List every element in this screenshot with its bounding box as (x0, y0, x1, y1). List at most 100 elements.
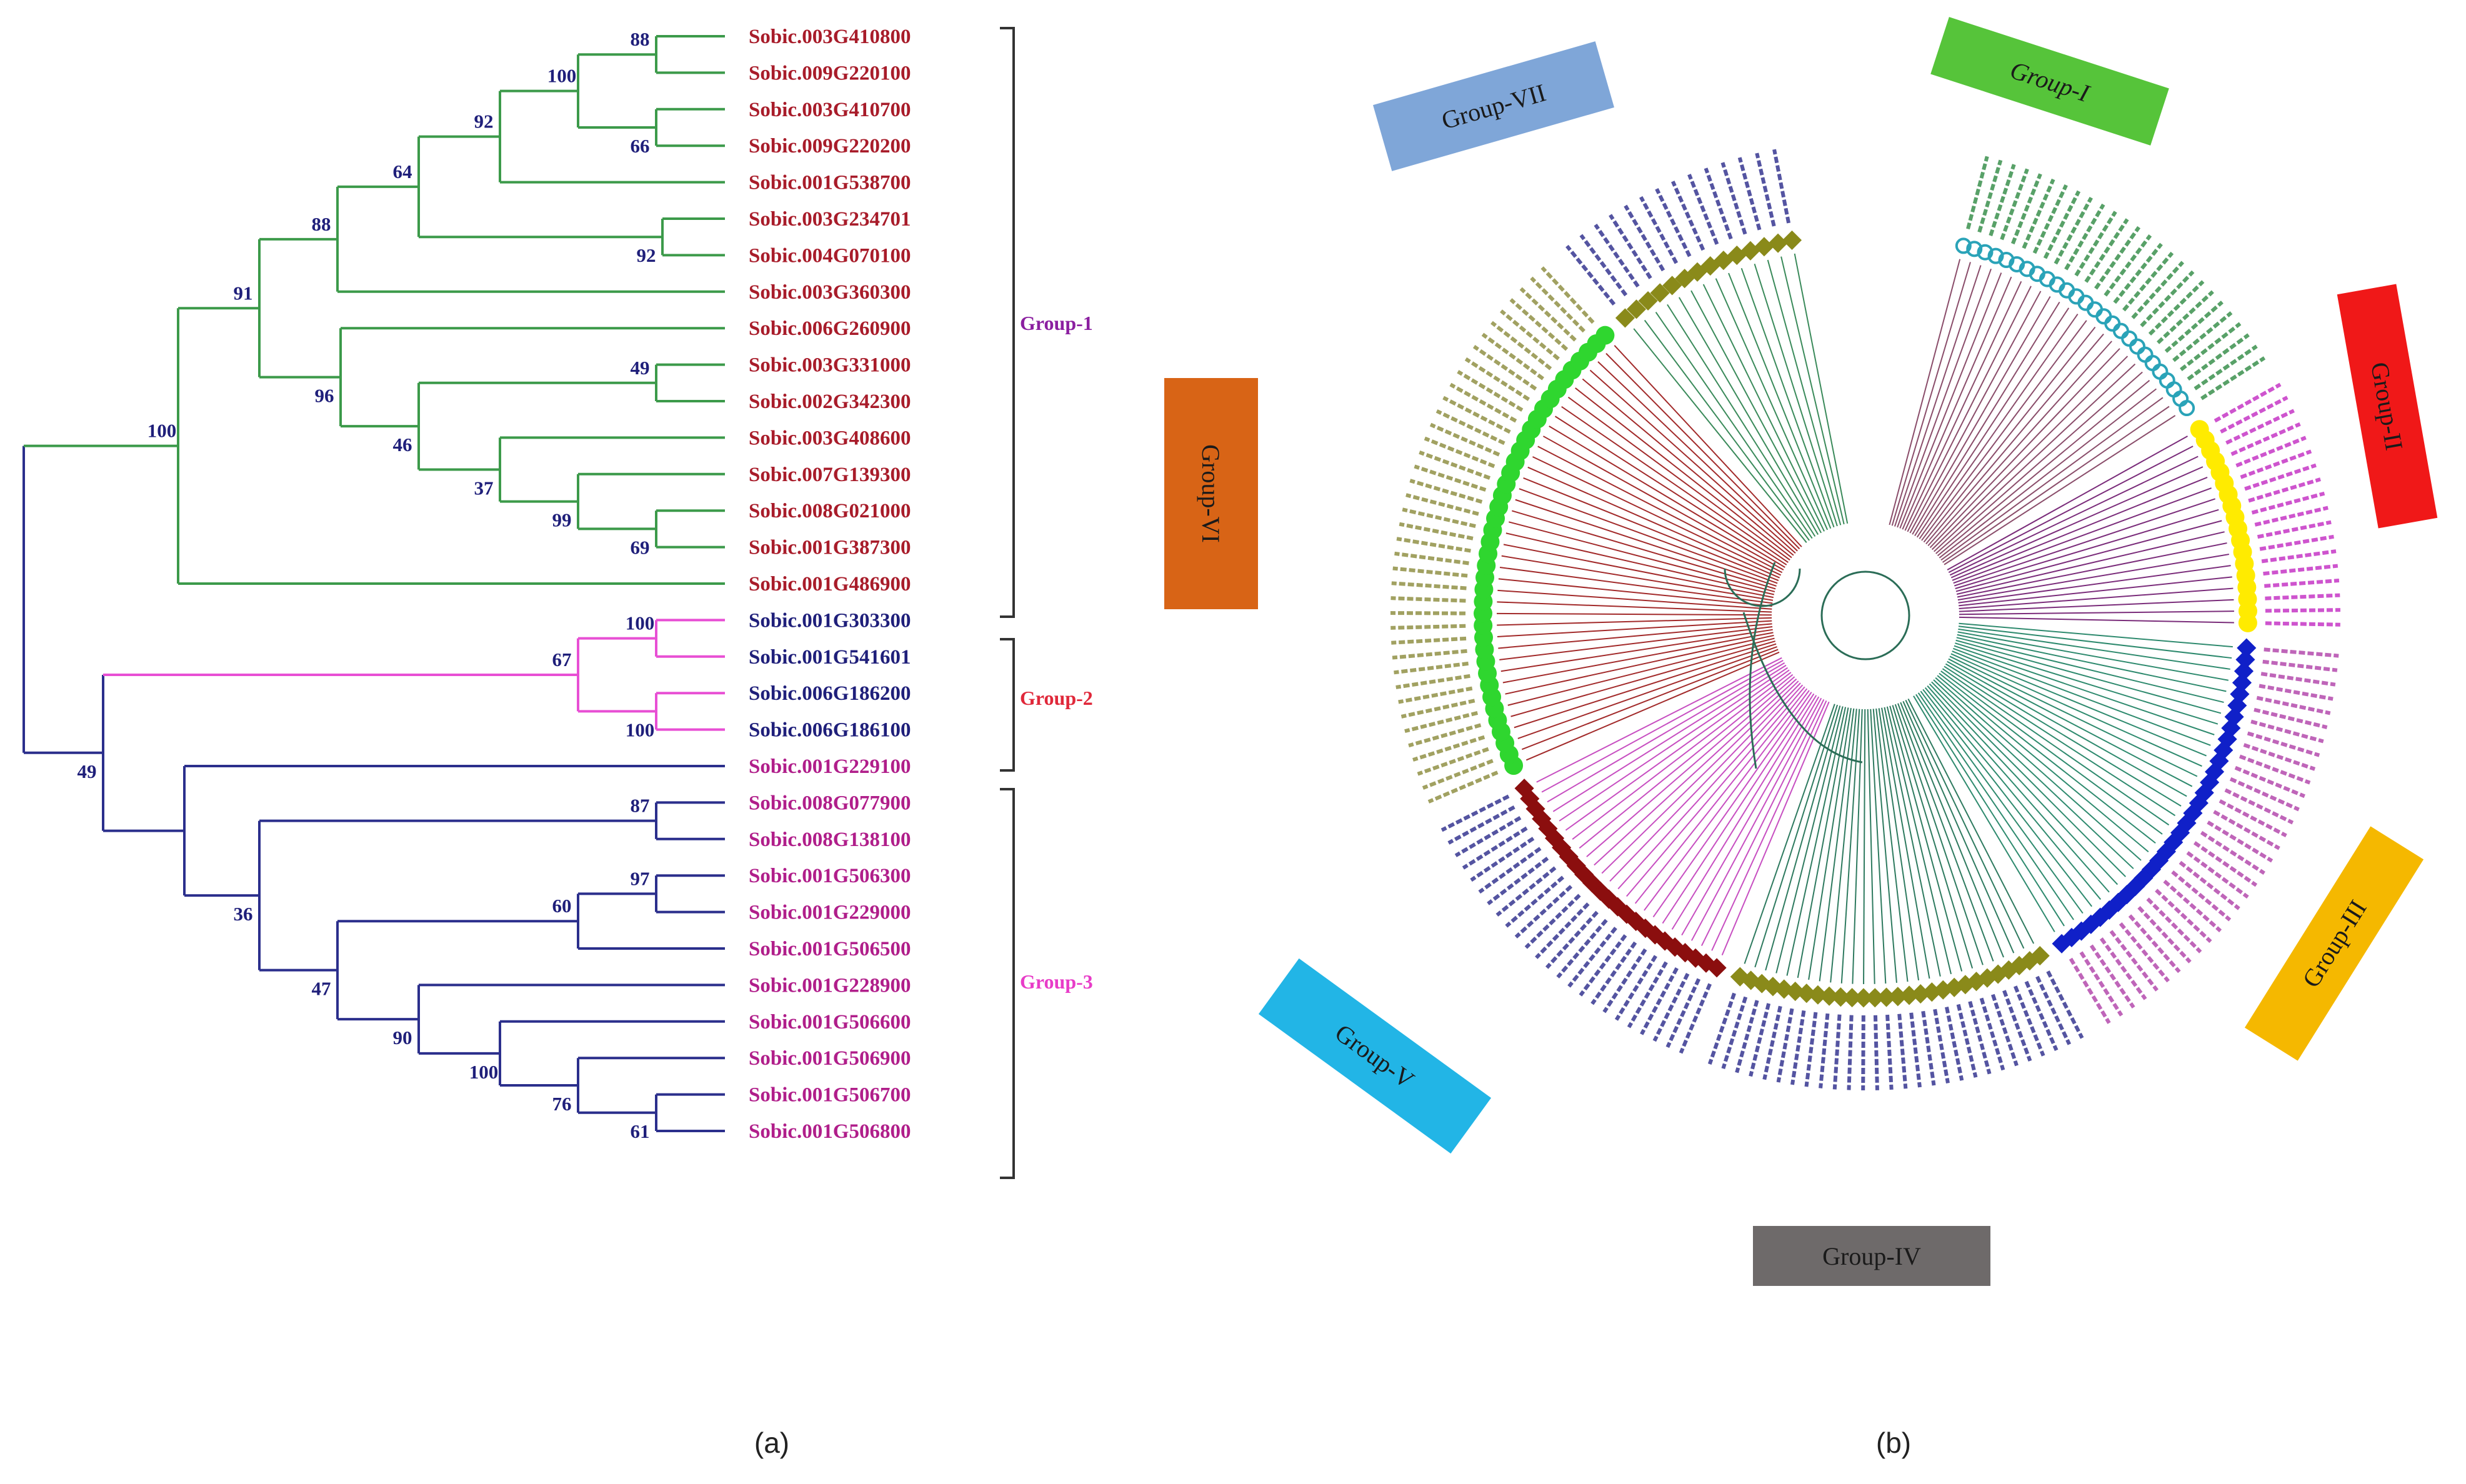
tip-marker (1987, 247, 2004, 264)
tree-b-branch (1797, 707, 1849, 979)
tip-marker (1730, 967, 1750, 987)
leaf-label (1524, 894, 1581, 949)
bootstrap-value: 100 (547, 65, 577, 87)
tree-b-branch (1935, 677, 2142, 861)
leaf-label (1640, 967, 1679, 1035)
tree-b-branch (1931, 356, 2129, 550)
tree-b-branch (1897, 268, 1992, 528)
leaf-label (2140, 270, 2195, 327)
bootstrap-value: 37 (474, 477, 494, 499)
tree-b-branch (1920, 690, 2084, 914)
tree-b-branch (1950, 653, 2202, 767)
leaf-label (1847, 1015, 1854, 1090)
leaf-label (1391, 636, 1467, 645)
leaf-label (2109, 930, 2159, 992)
bootstrap-value: 100 (626, 719, 655, 740)
leaf-label (1679, 983, 1712, 1054)
tree-b-branch (1532, 456, 1782, 576)
tree-b-branch (1644, 319, 1810, 541)
tree-b-branch (1954, 498, 2216, 587)
leaf-label (2022, 178, 2055, 249)
leaf-label (1390, 624, 1466, 630)
tree-b-branch (1499, 626, 1773, 660)
leaf-label (1762, 1005, 1782, 1080)
group-VI-box: Group-VI (1164, 378, 1258, 609)
tree-b-branch (1931, 681, 2126, 877)
tree-b-branch (1497, 617, 1772, 626)
leaf-label (1390, 596, 1466, 603)
leaf-label (1790, 1010, 1806, 1085)
leaf-label (1405, 493, 1479, 516)
tip-marker (2235, 650, 2255, 670)
tree-b-branch (1921, 320, 2087, 541)
leaf-label (1435, 409, 1505, 446)
tree-b-root (1820, 570, 1910, 660)
leaf-label (1414, 464, 1487, 492)
gene-label: Sobic.001G506300 (749, 865, 911, 887)
leaf-label (2131, 261, 2185, 319)
leaf-label (2122, 251, 2174, 312)
leaf-label (2230, 422, 2301, 456)
group-II-box: Group-II (2337, 284, 2438, 529)
tree-b-branch (1499, 566, 1773, 604)
tree-b-branch (1955, 639, 2222, 714)
tree-b-branch (1939, 388, 2157, 559)
leaf-label (2186, 851, 2249, 899)
gene-label: Sobic.001G387300 (749, 537, 911, 559)
tree-b-branch (1956, 637, 2224, 703)
leaf-label (1427, 770, 1499, 804)
leaf-label (1394, 551, 1469, 565)
leaf-label (1500, 309, 1560, 361)
tree-b-branch (1609, 682, 1801, 882)
tip-marker (1842, 988, 1862, 1008)
bootstrap-value: 46 (393, 434, 412, 456)
leaf-label (2259, 534, 2334, 551)
tree-b-branch (1948, 446, 2194, 574)
gene-label: Sobic.001G506600 (749, 1011, 911, 1033)
leaf-label (1590, 941, 1637, 1005)
leaf-label (1509, 298, 1569, 351)
leaf-label (2265, 593, 2340, 600)
tip-marker (2179, 400, 2195, 417)
leaf-label (1720, 162, 1747, 235)
tree-b-branch (1907, 286, 2032, 532)
tree-b-branch (1959, 576, 2232, 607)
leaf-label (2148, 280, 2205, 336)
leaf-label (2239, 754, 2311, 785)
bootstrap-value: 100 (147, 420, 177, 442)
leaf-label (2155, 889, 2212, 944)
tree-b-branch (1586, 676, 1795, 857)
leaf-label (1422, 759, 1494, 790)
leaf-label (2180, 322, 2242, 372)
tree-b-branch (1955, 642, 2219, 725)
tree-b-internal-arcs (1724, 562, 1863, 769)
leaf-label (1933, 1008, 1950, 1083)
tree-b-branch (1942, 406, 2170, 563)
leaf-label (1540, 266, 1595, 324)
leaf-label (2043, 190, 2081, 259)
tree-b-branch (1507, 637, 1775, 706)
tree-b-branch (1567, 396, 1790, 561)
bootstrap-value: 67 (552, 649, 572, 670)
tree-b-branch (1925, 333, 2104, 545)
tree-b-branch (1955, 509, 2219, 589)
tree-b-branch (1912, 296, 2051, 535)
leaf-label (2225, 409, 2295, 445)
tree-b-branch (1915, 694, 2065, 927)
tree-b-branch (1900, 702, 2004, 958)
leaf-label (1772, 149, 1791, 224)
tree-b-branch (1940, 670, 2163, 835)
tree-b-branch (1870, 709, 1887, 984)
tree-b-branch (1954, 645, 2215, 735)
gene-label: Sobic.003G331000 (749, 354, 911, 377)
tree-b-branch (1594, 678, 1797, 866)
leaf-label (1440, 794, 1510, 832)
leaf-label (1707, 992, 1736, 1065)
leaf-label (2172, 311, 2233, 362)
bootstrap-value: 100 (469, 1061, 499, 1083)
tree-b-branch (1959, 599, 2234, 612)
tree-b-branch (1905, 700, 2025, 949)
leaf-label (2260, 672, 2336, 687)
leaf-label (1956, 1003, 1978, 1078)
leaf-label (1873, 1015, 1879, 1090)
